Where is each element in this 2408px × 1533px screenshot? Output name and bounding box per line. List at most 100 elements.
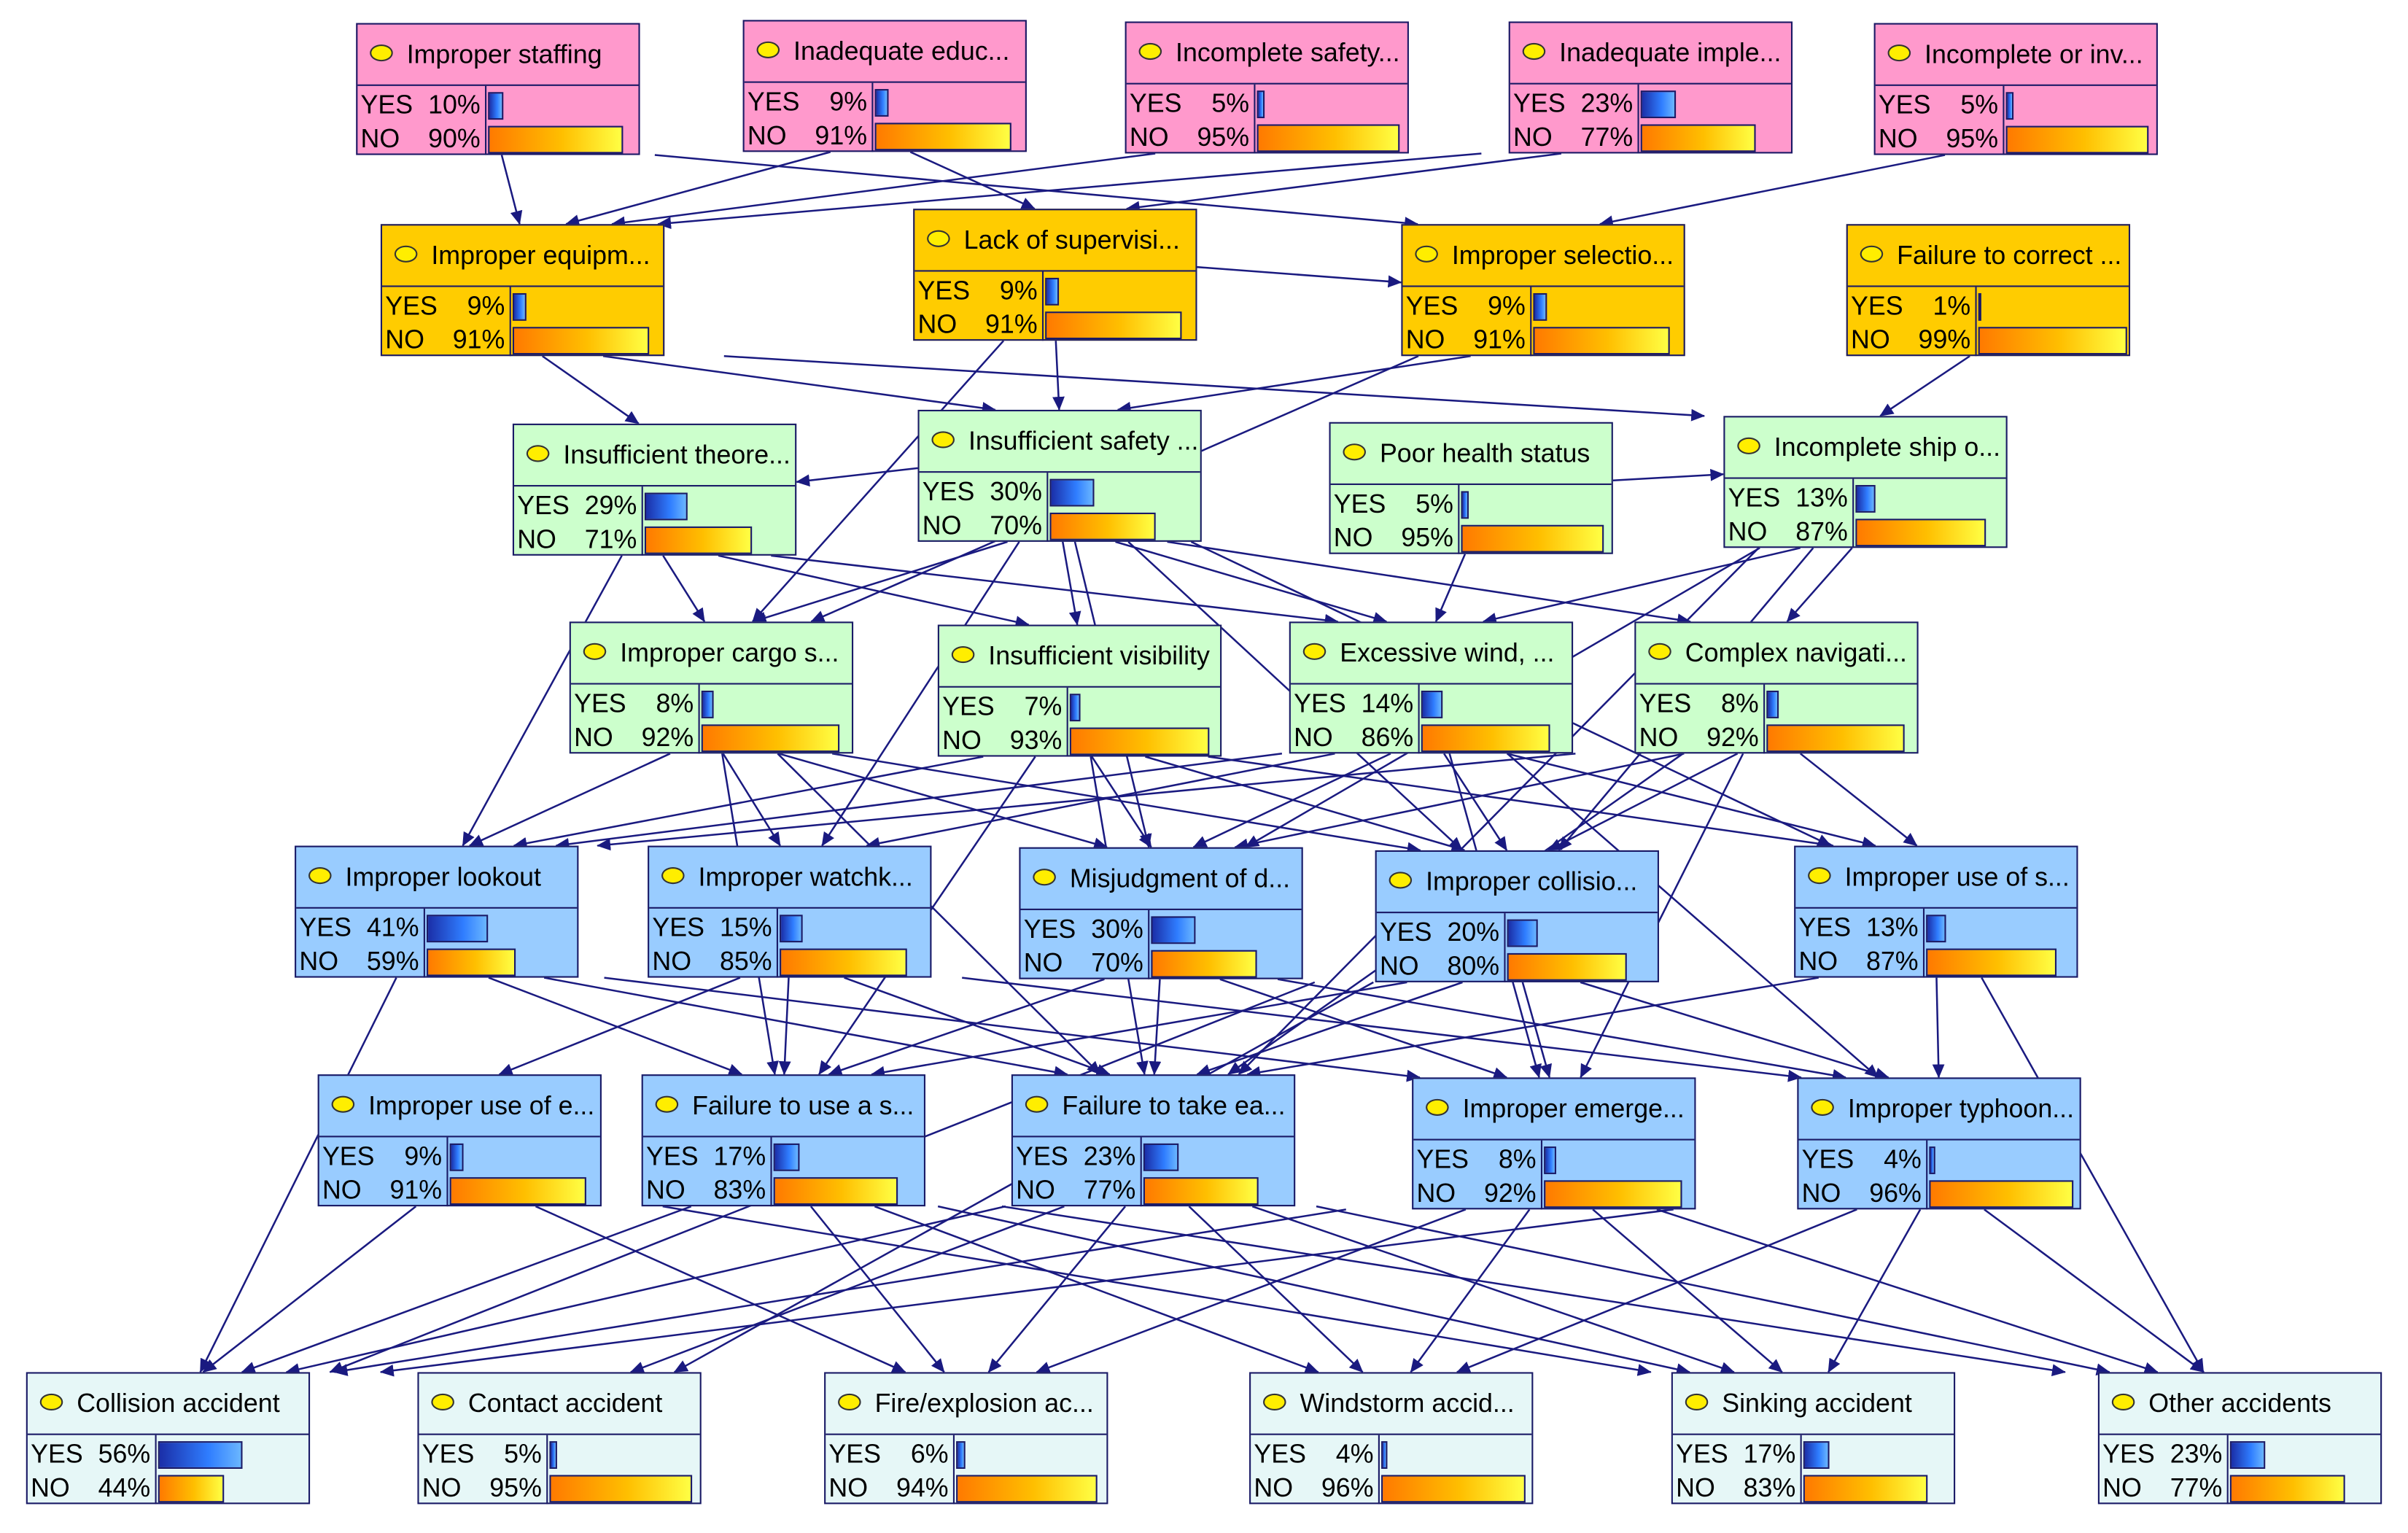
state-label: YES: [1294, 688, 1346, 718]
state-label: NO: [422, 1473, 462, 1503]
node-label: Sinking accident: [1722, 1388, 1912, 1418]
edge-failure-to-take-to-collision-accident: [285, 1205, 1006, 1375]
edge-complex-navigation-to-improper-use-of-s: [1800, 753, 1918, 847]
state-label: NO: [1294, 723, 1333, 753]
edge-improper-lookout-to-improper-emergency: [604, 977, 1421, 1082]
state-label: YES: [517, 491, 570, 521]
probability-bar-no: [2005, 125, 2149, 154]
state-label: YES: [1878, 90, 1931, 120]
node-title: Excessive wind, ...: [1290, 623, 1572, 685]
state-label: YES: [322, 1141, 375, 1171]
state-label: YES: [922, 477, 975, 507]
edge-misjudgment-to-improper-emergency: [1219, 978, 1508, 1079]
state-divider: [1140, 1137, 1142, 1207]
node-label: Improper lookout: [345, 861, 542, 891]
edge-failure-to-take-to-windstorm-accident: [1188, 1206, 1364, 1373]
status-bulb-icon: [1860, 245, 1884, 263]
state-label: YES: [1851, 291, 1903, 321]
edge-improper-watchkeeping-to-failure-to-use: [778, 977, 791, 1076]
edge-improper-selection-to-insufficient-safety: [1116, 354, 1471, 414]
node-title: Poor health status: [1330, 424, 1612, 486]
state-label: NO: [574, 723, 613, 753]
status-bulb-icon: [1426, 1098, 1449, 1116]
status-bulb-icon: [583, 643, 607, 660]
edge-improper-watchkeeping-to-failure-to-take: [844, 977, 1111, 1076]
state-label: YES: [2102, 1440, 2155, 1470]
edge-improper-cargo-to-improper-lookout: [468, 753, 671, 847]
state-label: NO: [385, 325, 424, 355]
probability-bar-no: [488, 125, 624, 154]
node-title: Improper lookout: [296, 847, 578, 909]
probability-bar-no: [1929, 1180, 2074, 1208]
probability-bar-no: [549, 1475, 693, 1503]
status-bulb-icon: [1685, 1393, 1709, 1411]
state-percent: 23%: [2170, 1440, 2223, 1470]
edge-incomplete-ship-to-excessive-wind: [1482, 547, 1801, 625]
edge-misjudgment-to-failure-to-take: [1149, 979, 1162, 1076]
status-bulb-icon: [1025, 1095, 1049, 1113]
state-divider: [2226, 1435, 2229, 1505]
node-label: Contact accident: [467, 1388, 663, 1418]
edge-insufficient-visibility-to-improper-collision: [1145, 756, 1466, 853]
probability-bar-yes: [1533, 292, 1547, 321]
node-label: Incomplete safety...: [1176, 37, 1400, 67]
state-divider: [1041, 271, 1044, 341]
edge-improper-emergency-to-windstorm-accident: [1410, 1208, 1531, 1373]
state-percent: 83%: [1743, 1473, 1796, 1503]
state-label: YES: [1405, 291, 1459, 321]
edge-failure-to-take-to-other-accidents: [1316, 1205, 2110, 1376]
node-title: Inadequate imple...: [1510, 23, 1791, 85]
state-label: YES: [1416, 1144, 1469, 1174]
state-percent: 8%: [656, 688, 694, 718]
state-label: NO: [1405, 325, 1445, 355]
node-label: Complex navigati...: [1685, 637, 1908, 667]
edge-lack-of-supervision-to-improper-cargo: [752, 340, 1005, 623]
edge-poor-health-status-to-incomplete-ship: [1612, 468, 1725, 481]
